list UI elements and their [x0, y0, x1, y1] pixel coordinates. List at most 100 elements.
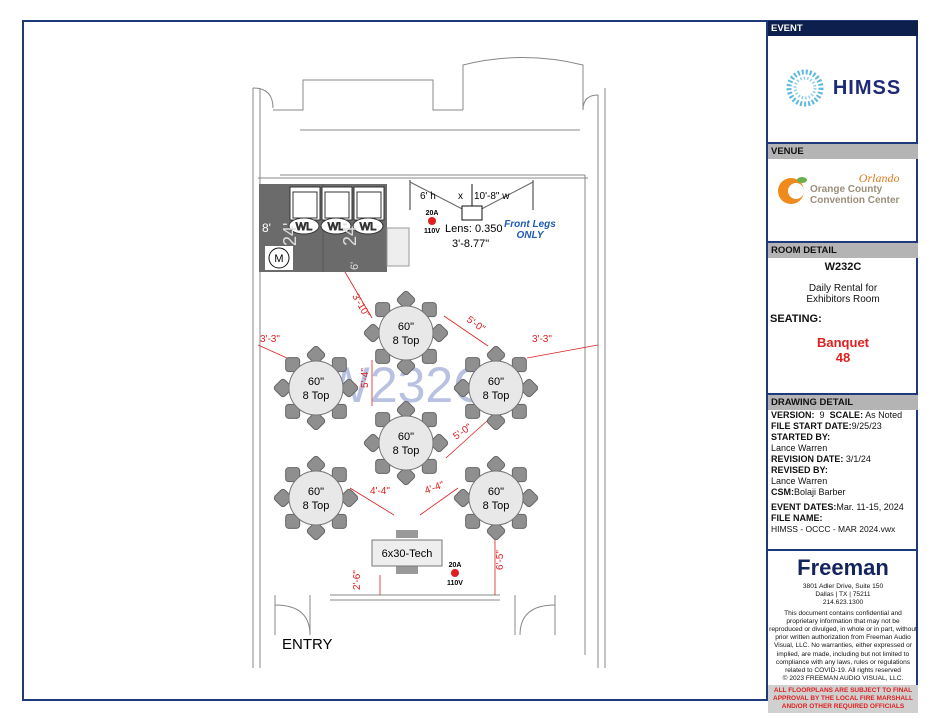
chair — [331, 513, 347, 529]
drawing-frame — [22, 20, 918, 701]
chair — [375, 412, 391, 428]
scale-label: SCALE: — [829, 410, 864, 420]
event-logo: HIMSS — [832, 76, 902, 99]
chair — [486, 521, 506, 541]
power-amps: 20A — [426, 210, 439, 217]
screen-x: x — [458, 191, 463, 202]
chair — [285, 403, 301, 419]
venue-header: VENUE — [768, 142, 918, 159]
chair — [453, 378, 473, 398]
dimension-label: 8' — [262, 221, 271, 235]
venue-name-1: Orange County — [810, 184, 883, 195]
power-outlet-bottom: 20A 110V — [447, 562, 463, 587]
room-desc: Daily Rental for — [808, 283, 878, 294]
address-line: Dallas | TX | 75211 — [815, 591, 871, 599]
round-table: 60" 8 Top — [363, 400, 449, 486]
venue-script: Orlando — [858, 171, 900, 185]
entry-label: ENTRY — [282, 636, 333, 653]
dimension-label: 2'-6" — [352, 570, 363, 590]
wl-label: WL — [328, 221, 345, 233]
chair — [429, 323, 449, 343]
seating-style: Banquet — [817, 335, 869, 350]
table-seats: 8 Top — [303, 390, 330, 402]
table-size: 60" — [308, 486, 324, 498]
chair — [396, 290, 416, 310]
room-detail-section: ROOM DETAIL W232C Daily Rental for Exhib… — [768, 241, 918, 393]
dimension-label: 5'-4" — [360, 368, 371, 388]
chair — [306, 345, 326, 365]
round-table: 60"8 Top — [453, 455, 539, 541]
lens-label: Lens: 0.350 — [445, 223, 503, 235]
started-by-label: STARTED BY: — [771, 432, 831, 442]
table-size: 60" — [488, 376, 504, 388]
chair — [396, 400, 416, 420]
chair — [486, 345, 506, 365]
chair — [339, 378, 359, 398]
tech-table-label: 6x30-Tech — [382, 548, 433, 560]
equipment-case: WL — [320, 186, 353, 235]
room-desc: Exhibitors Room — [806, 294, 880, 305]
drawing-detail-section: DRAWING DETAIL VERSION: 9 SCALE: As Note… — [768, 393, 918, 549]
chair — [511, 513, 527, 529]
table-size: 60" — [488, 486, 504, 498]
equipment-case: WL — [288, 186, 321, 235]
file-start-value: 9/25/23 — [851, 421, 882, 431]
file-name-value: HIMSS - OCCC - MAR 2024.vwx — [771, 524, 896, 534]
chair — [421, 348, 437, 364]
seating-count: 48 — [835, 350, 851, 365]
table-seats: 8 Top — [303, 500, 330, 512]
chair — [306, 521, 326, 541]
chair — [465, 357, 481, 373]
csm-label: CSM: — [771, 487, 794, 497]
chair — [465, 403, 481, 419]
chair — [363, 323, 383, 343]
fire-marshall-warning: ALL FLOORPLANS ARE SUBJECT TO FINAL APPR… — [768, 685, 918, 714]
dimension-label: 4'-4" — [423, 480, 446, 497]
chair — [421, 458, 437, 474]
power-icon — [451, 569, 459, 577]
event-dates-label: EVENT DATES: — [771, 502, 837, 512]
dimension-label: 24' — [340, 223, 360, 246]
chair — [519, 378, 539, 398]
dimension-label: 6'-5" — [495, 550, 506, 570]
chair — [396, 356, 416, 376]
dimension-label: 3'-3" — [260, 334, 280, 345]
chair — [306, 455, 326, 475]
table-size: 60" — [398, 321, 414, 333]
company-logo: Freeman — [797, 555, 889, 580]
event-header: EVENT — [768, 21, 918, 36]
company-section: Freeman 3801 Adler Drive, Suite 150 Dall… — [768, 549, 918, 714]
tech-table: 6x30-Tech — [371, 530, 443, 574]
chair — [331, 467, 347, 483]
phone: 214.623.1300 — [822, 599, 864, 607]
dimension-label: 6' — [349, 262, 361, 270]
dimension-label: 3'-10" — [349, 292, 371, 320]
wl-label: WL — [360, 221, 377, 233]
revision-label: REVISION DATE: — [771, 454, 844, 464]
chair — [486, 455, 506, 475]
table-seats: 8 Top — [393, 445, 420, 457]
chair — [465, 513, 481, 529]
chair — [511, 357, 527, 373]
dimension-label: 4'-4" — [370, 486, 390, 497]
chair — [465, 467, 481, 483]
seating-label: SEATING: — [770, 313, 822, 325]
version-value: 9 — [819, 410, 825, 420]
event-section: EVENT HIMSS — [768, 21, 918, 142]
chair — [519, 488, 539, 508]
power-outlet-top: 20A 110V — [424, 210, 440, 235]
occc-logo-icon — [778, 176, 807, 204]
screen-width: 10'-8" w — [474, 191, 510, 202]
power-icon — [428, 217, 436, 225]
room-name: W232C — [824, 261, 862, 273]
chair — [339, 488, 359, 508]
table-size: 60" — [398, 431, 414, 443]
revised-by-value: Lance Warren — [771, 476, 828, 486]
chair — [375, 302, 391, 318]
chair — [375, 458, 391, 474]
chair — [421, 412, 437, 428]
chair — [486, 411, 506, 431]
chair — [375, 348, 391, 364]
disclaimer: This document contains confidential and … — [769, 609, 917, 675]
address-line: 3801 Adler Drive, Suite 150 — [802, 583, 884, 590]
